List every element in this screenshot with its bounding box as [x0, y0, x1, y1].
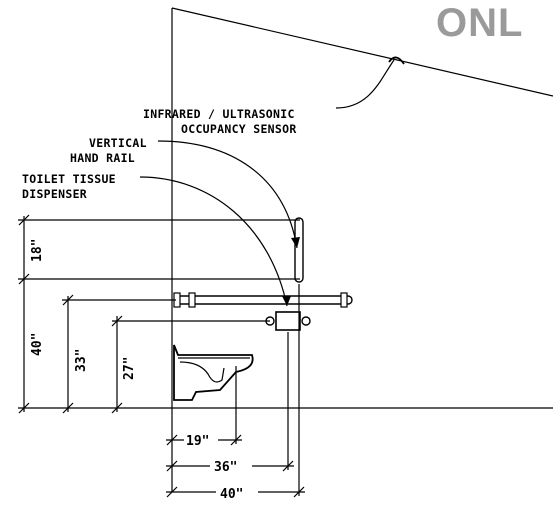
tissue-leader	[139, 176, 288, 307]
dim-label-18: 18"	[30, 239, 45, 262]
tissue-dispenser	[275, 311, 301, 331]
tick-27-bottom	[111, 402, 123, 414]
label-rail-line1: VERTICAL	[89, 136, 147, 150]
label-rail-line2: HAND RAIL	[70, 151, 135, 165]
dim-label-27: 27"	[122, 357, 137, 380]
dim-label-33: 33"	[74, 349, 89, 372]
toilet-fixture	[173, 344, 254, 401]
dim-label-40-vertical: 40"	[30, 333, 45, 356]
grab-bar-flange-right	[340, 292, 348, 308]
tick-18-top	[18, 214, 30, 226]
label-tissue-line2: DISPENSER	[22, 187, 87, 201]
tick-40h-right	[293, 486, 305, 498]
rail-leader	[157, 140, 298, 249]
tick-18-bottom	[18, 273, 30, 285]
tick-19-left	[166, 434, 178, 446]
label-sensor-line1: INFRARED / ULTRASONIC	[143, 107, 295, 121]
rail-leader-arrow	[291, 237, 300, 248]
tissue-leader-arrow	[282, 296, 291, 306]
tick-27-top	[111, 315, 123, 327]
tick-33-bottom	[62, 402, 74, 414]
tick-33-top	[62, 294, 74, 306]
dim-36-mask	[210, 457, 252, 474]
occupancy-sensor-icon	[388, 56, 405, 65]
grab-bar-flange-inner	[188, 292, 196, 308]
tick-40-bottom	[18, 402, 30, 414]
label-sensor-line2: OCCUPANCY SENSOR	[181, 122, 297, 136]
tick-36-right	[282, 460, 294, 472]
tick-36-left	[166, 460, 178, 472]
dim-label-19: 19"	[186, 434, 209, 449]
toilet-bowl-detail	[179, 361, 225, 383]
ceiling-line	[171, 7, 553, 97]
vertical-hand-rail	[294, 217, 304, 283]
sensor-leader	[335, 59, 395, 109]
dim-40h-mask	[216, 483, 258, 500]
dim-label-36: 36"	[214, 460, 237, 475]
tick-40h-left	[166, 486, 178, 498]
horizontal-grab-bar	[175, 295, 353, 305]
title-fragment: ONL	[436, 1, 523, 45]
label-tissue-line1: TOILET TISSUE	[22, 172, 116, 186]
dim-label-40-horizontal: 40"	[220, 487, 243, 502]
tick-19-right	[230, 434, 242, 446]
dim-19-mask	[184, 431, 218, 448]
tissue-roll-right	[301, 316, 311, 326]
